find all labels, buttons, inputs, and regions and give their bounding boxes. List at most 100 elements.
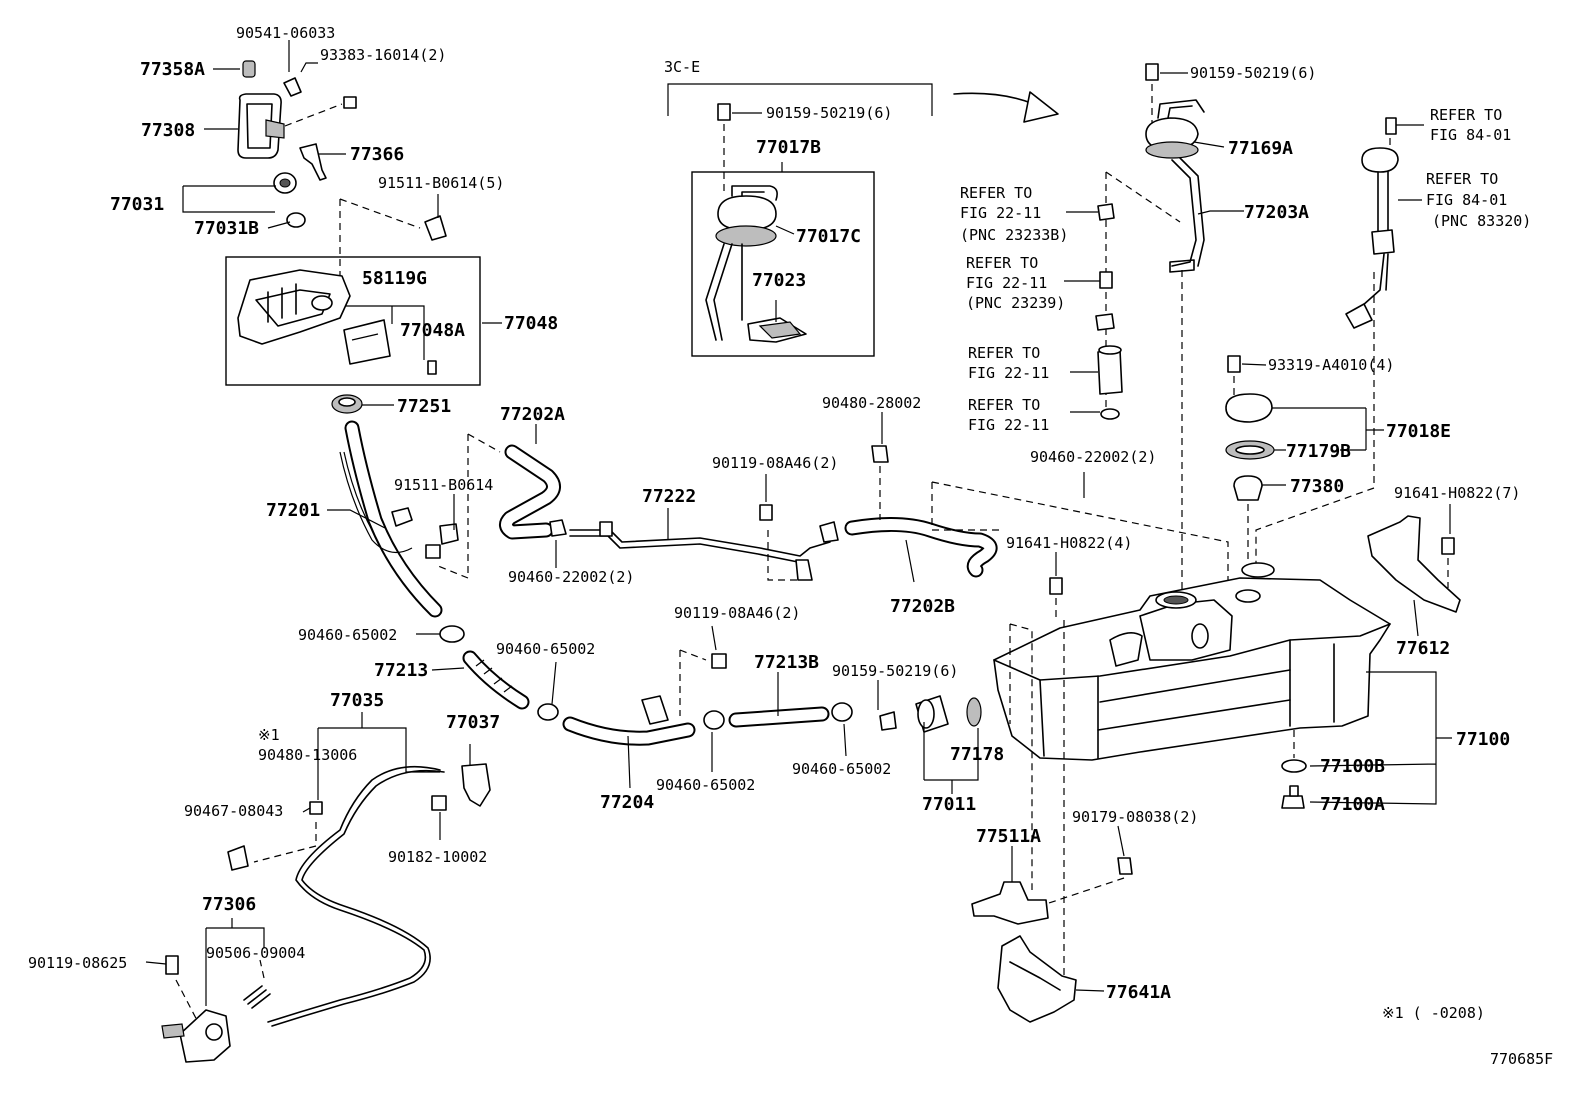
label-77358A: 77358A	[140, 59, 205, 80]
label-90119-08A46-a: 90119-08A46(2)	[712, 454, 838, 472]
inlet-box-part	[237, 269, 351, 345]
label-90159-50219-b: 90159-50219(6)	[1190, 64, 1316, 82]
cap-group	[1181, 270, 1375, 590]
bolt-84-01-part	[1385, 117, 1397, 135]
label-90159-50219-a: 90159-50219(6)	[766, 104, 892, 122]
clip-23233B-part	[1097, 203, 1115, 221]
plug-77100A-part	[1281, 795, 1305, 809]
bracket-77204-part	[641, 695, 669, 725]
main-hoses-group	[439, 625, 982, 746]
label-ref5b: FIG 84-01	[1430, 126, 1511, 144]
label-90541-06033: 90541-06033	[236, 24, 335, 42]
pump-tube-part	[705, 243, 743, 341]
label-77018E: 77018E	[1386, 421, 1451, 442]
label-77011: 77011	[922, 794, 976, 815]
label-77035: 77035	[330, 690, 384, 711]
label-77031: 77031	[110, 194, 164, 215]
hinge-77366-part	[299, 143, 327, 181]
label-ref3b: FIG 22-11	[968, 364, 1049, 382]
bolt-90159-c-part	[879, 711, 897, 731]
label-ref6a: REFER TO	[1426, 170, 1498, 188]
bracket-77612-part	[1367, 515, 1461, 613]
label-77048A: 77048A	[400, 320, 465, 341]
label-3c-e: 3C-E	[664, 58, 700, 76]
label-77380: 77380	[1290, 476, 1344, 497]
label-77213B: 77213B	[754, 652, 819, 673]
label-90460-65002-b: 90460-65002	[496, 640, 595, 658]
label-77308: 77308	[141, 120, 195, 141]
label-77100: 77100	[1456, 729, 1510, 750]
label-90159-50219-c: 90159-50219(6)	[832, 662, 958, 680]
box-77017B	[691, 171, 875, 357]
label-77213: 77213	[374, 660, 428, 681]
bolt-91641-4-part	[1049, 577, 1063, 595]
label-77202A: 77202A	[500, 404, 565, 425]
fuel-lid-group	[225, 60, 481, 414]
label-77023: 77023	[752, 270, 806, 291]
nut-90182-part	[431, 795, 447, 811]
clamp-90460-c-part	[703, 710, 725, 730]
spacer-23239-part	[1099, 271, 1113, 289]
label-91641-H0822-4: 91641-H0822(4)	[1006, 534, 1132, 552]
label-90480-13006: 90480-13006	[258, 746, 357, 764]
arrow-head-part	[1023, 91, 1059, 123]
clamp-90460-b-part	[537, 703, 559, 721]
bolt-90119-part	[759, 504, 773, 521]
label-58119G: 58119G	[362, 268, 427, 289]
label-77366: 77366	[350, 144, 404, 165]
nut-90179-part	[1117, 857, 1133, 875]
label-77100B: 77100B	[1320, 756, 1385, 777]
gasket-77178-part	[966, 697, 982, 727]
label-77178: 77178	[950, 744, 1004, 765]
label-77251: 77251	[397, 396, 451, 417]
label-ref3a: REFER TO	[968, 344, 1040, 362]
gasket-77100B-part	[1281, 759, 1307, 773]
protector-77641A-part	[997, 935, 1077, 1023]
label-91511-B0614-5: 91511-B0614(5)	[378, 174, 504, 192]
clip-small-part	[1095, 313, 1115, 331]
spring-90506-part	[243, 985, 271, 1009]
label-90119-08625: 90119-08625	[28, 954, 127, 972]
bracket-77511A-part	[971, 881, 1049, 925]
label-ref6b: FIG 84-01	[1426, 191, 1507, 209]
label-90460-22002-a: 90460-22002(2)	[508, 568, 634, 586]
sender-group	[1095, 63, 1399, 420]
bolt-91511-part	[424, 215, 447, 241]
label-ref2c: (PNC 23239)	[966, 294, 1065, 312]
plate-77048A-part	[343, 319, 391, 365]
label-90179-08038: 90179-08038(2)	[1072, 808, 1198, 826]
bolt-90119-08625-part	[165, 955, 179, 975]
label-90506-09004: 90506-09004	[206, 944, 305, 962]
label-77306: 77306	[202, 894, 256, 915]
label-ref1c: (PNC 23233B)	[960, 226, 1068, 244]
bolt-93319-part	[1227, 355, 1241, 373]
screw-small-part	[427, 360, 437, 375]
grommet-77031B-part	[286, 212, 306, 228]
label-90460-65002-d: 90460-65002	[792, 760, 891, 778]
label-77203A: 77203A	[1244, 202, 1309, 223]
label-90119-08A46-b: 90119-08A46(2)	[674, 604, 800, 622]
label-ref1a: REFER TO	[960, 184, 1032, 202]
bolt-90159-b-part	[1145, 63, 1159, 81]
label-90480-28002: 90480-28002	[822, 394, 921, 412]
clip-90480-part	[871, 445, 889, 463]
clip-90467-part	[309, 801, 323, 815]
3c-e-group	[667, 83, 933, 357]
clamp-90460-d-part	[831, 702, 853, 722]
lever-77037-part	[461, 763, 491, 807]
label-77222: 77222	[642, 486, 696, 507]
label-91641-H0822-7: 91641-H0822(7)	[1394, 484, 1520, 502]
label-90460-22002-b: 90460-22002(2)	[1030, 448, 1156, 466]
box-77048	[225, 256, 481, 386]
label-77612: 77612	[1396, 638, 1450, 659]
label-77100A: 77100A	[1320, 794, 1385, 815]
leader-lines	[145, 40, 1452, 1006]
bolt-90119-b-part	[711, 653, 727, 669]
bracket-part	[391, 507, 413, 527]
label-77201: 77201	[266, 500, 320, 521]
clamp-90460-a-part	[439, 625, 465, 643]
fuel-pump-part	[1097, 349, 1123, 395]
bolt-91641-7-part	[1441, 537, 1455, 555]
label-77031B: 77031B	[194, 218, 259, 239]
ring-part	[1100, 408, 1120, 420]
